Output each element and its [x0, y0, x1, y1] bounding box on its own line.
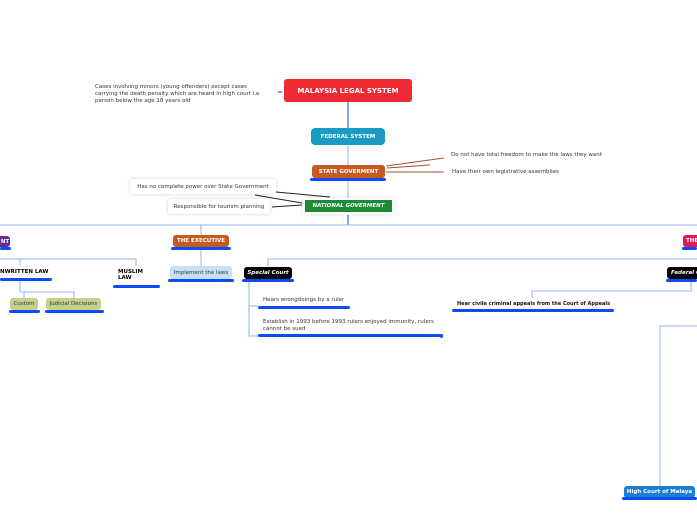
federal-system-node[interactable]: FEDERAL SYSTEM: [311, 128, 385, 145]
custom-node[interactable]: Custom: [10, 298, 38, 310]
judicial-decisions-node[interactable]: Judicial Decisions: [46, 298, 101, 310]
left-branch-node[interactable]: NT: [0, 236, 10, 247]
national-government-node[interactable]: NATIONAL GOVERMENT: [305, 200, 392, 212]
national-note[interactable]: Has no complete power over State Governm…: [130, 179, 276, 194]
state-note: Have their own legistrative assemblies: [452, 169, 559, 175]
high-court-node[interactable]: High Court of Malaya: [624, 486, 695, 498]
right-branch-node[interactable]: THE: [683, 235, 697, 247]
state-note: Do not have total freedom to make the la…: [451, 152, 602, 158]
root-node[interactable]: MALAYSIA LEGAL SYSTEM: [284, 79, 412, 102]
federal-court-note: Hear civile criminal appeals from the Co…: [457, 301, 611, 307]
implement-laws-node[interactable]: Implement the laws: [170, 266, 232, 279]
unwritten-law-node[interactable]: NWRITTEN LAW: [0, 269, 49, 275]
federal-court-node[interactable]: Federal C: [667, 267, 697, 279]
muslim-law-node[interactable]: MUSLIM LAW: [118, 269, 143, 281]
national-note[interactable]: Responsible for tourism planning: [168, 199, 270, 214]
special-court-note: Hears wrongdoings by a ruler: [263, 297, 345, 303]
minors-note: Cases involving minors (young offenders)…: [95, 84, 260, 104]
special-court-note: Establish in 1993 before 1993 rulers enj…: [263, 319, 434, 332]
state-government-node[interactable]: STATE GOVERMENT: [312, 165, 385, 178]
special-court-node[interactable]: Special Court: [244, 267, 292, 279]
executive-node[interactable]: THE EXECUTIVE: [173, 235, 229, 247]
